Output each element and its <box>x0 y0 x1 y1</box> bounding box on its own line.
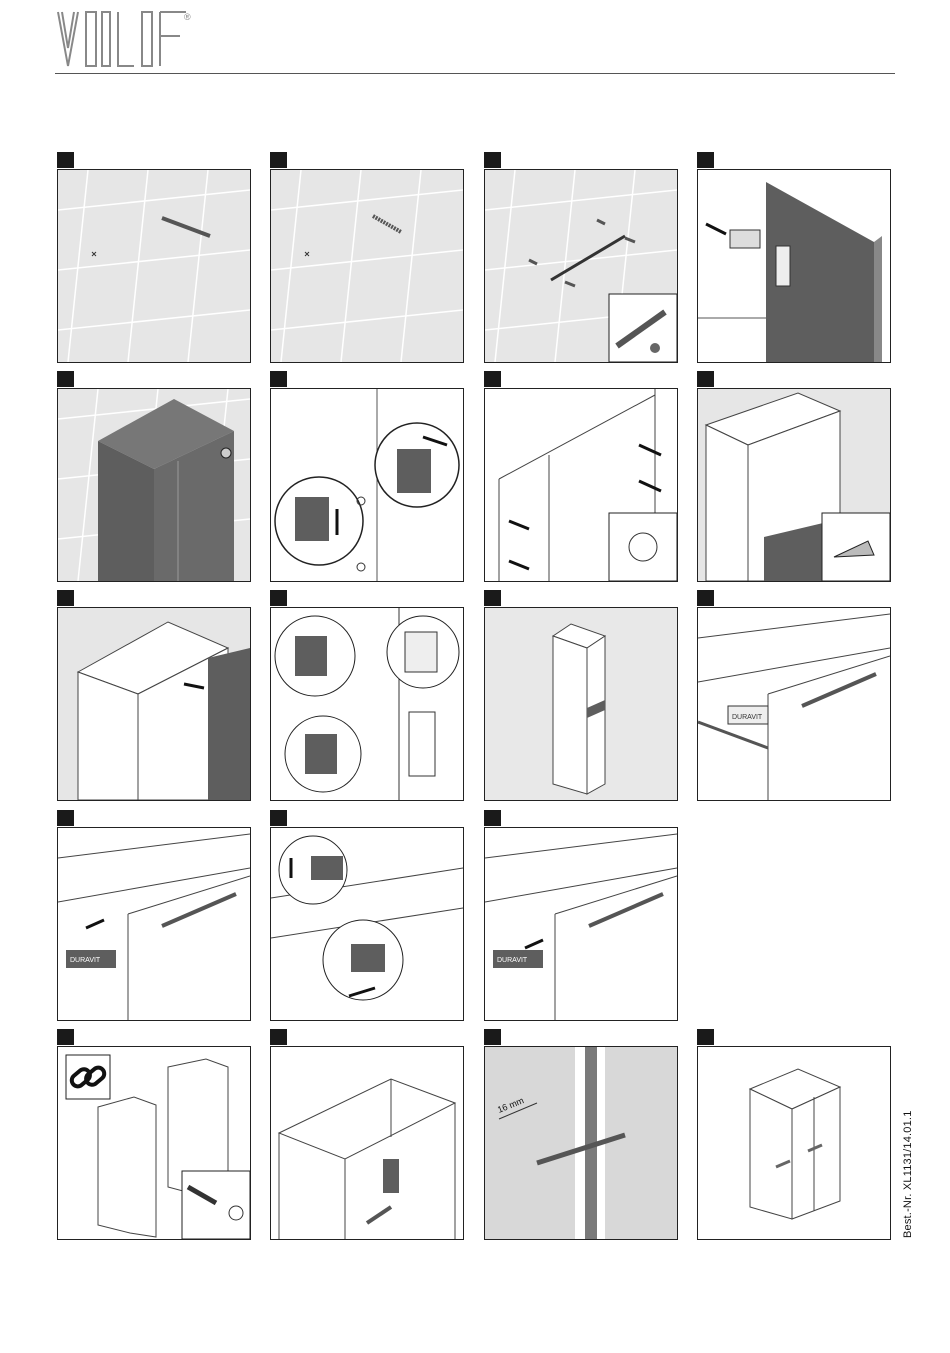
step-13-drawer-badge: DURAVIT <box>70 957 101 964</box>
step-15-number <box>484 810 501 826</box>
step-17-figure <box>270 1046 464 1240</box>
step-13-number <box>57 810 74 826</box>
step-19-number <box>697 1029 714 1045</box>
step-10-figure <box>270 607 464 801</box>
step-2 <box>270 152 464 346</box>
step-19 <box>697 1029 891 1223</box>
step-10 <box>270 590 464 784</box>
step-12-figure: DURAVIT <box>697 607 891 801</box>
step-17 <box>270 1029 464 1223</box>
step-9-number <box>57 590 74 606</box>
step-9-figure <box>57 607 251 801</box>
step-18: 16 mm <box>484 1029 678 1223</box>
step-16-figure <box>57 1046 251 1240</box>
header-rule <box>55 73 895 74</box>
step-6-figure <box>270 388 464 582</box>
step-3-number <box>484 152 501 168</box>
step-6-number <box>270 371 287 387</box>
step-17-number <box>270 1029 287 1045</box>
step-2-figure <box>270 169 464 363</box>
step-15: DURAVIT <box>484 810 678 1004</box>
step-7-figure <box>484 388 678 582</box>
step-4 <box>697 152 891 346</box>
step-13: DURAVIT <box>57 810 251 1004</box>
step-11-figure <box>484 607 678 801</box>
step-8-figure <box>697 388 891 582</box>
step-5-figure <box>57 388 251 582</box>
order-number: Best.-Nr. XL1131/14.01.1 <box>902 1110 914 1238</box>
step-7-number <box>484 371 501 387</box>
step-13-figure: DURAVIT <box>57 827 251 1021</box>
step-4-number <box>697 152 714 168</box>
step-12-drawer-badge: DURAVIT <box>732 714 763 721</box>
step-2-number <box>270 152 287 168</box>
step-4-figure <box>697 169 891 363</box>
step-16-number <box>57 1029 74 1045</box>
step-1-number <box>57 152 74 168</box>
step-14-figure <box>270 827 464 1021</box>
step-5 <box>57 371 251 565</box>
step-9 <box>57 590 251 784</box>
step-19-figure <box>697 1046 891 1240</box>
step-6 <box>270 371 464 565</box>
step-15-drawer-badge: DURAVIT <box>497 957 528 964</box>
registered-mark: ® <box>184 12 191 22</box>
step-12-number <box>697 590 714 606</box>
step-8 <box>697 371 891 565</box>
step-1-figure <box>57 169 251 363</box>
step-8-number <box>697 371 714 387</box>
step-11-number <box>484 590 501 606</box>
step-16 <box>57 1029 251 1223</box>
step-14-number <box>270 810 287 826</box>
step-3-figure <box>484 169 678 363</box>
step-18-number <box>484 1029 501 1045</box>
step-1 <box>57 152 251 346</box>
step-5-number <box>57 371 74 387</box>
step-7 <box>484 371 678 565</box>
step-15-figure: DURAVIT <box>484 827 678 1021</box>
step-12: DURAVIT <box>697 590 891 784</box>
step-14 <box>270 810 464 1004</box>
brand-logo: ® <box>56 8 196 70</box>
step-11 <box>484 590 678 784</box>
step-3 <box>484 152 678 346</box>
step-10-number <box>270 590 287 606</box>
step-18-figure: 16 mm <box>484 1046 678 1240</box>
